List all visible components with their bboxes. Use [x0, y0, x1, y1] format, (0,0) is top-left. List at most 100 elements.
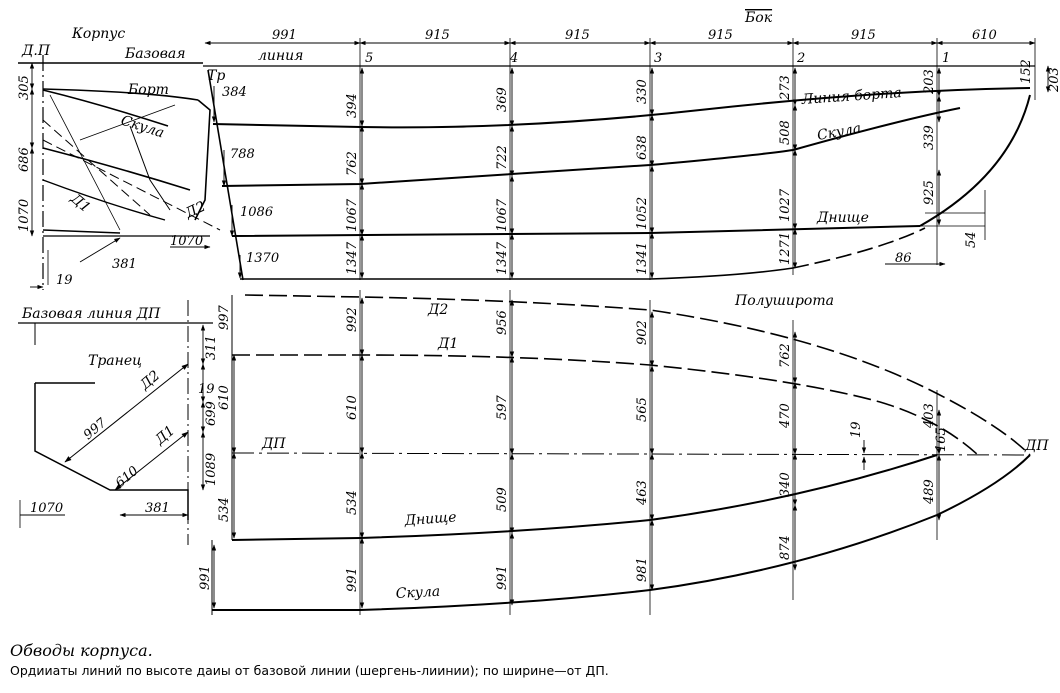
spacing-dim: 991	[272, 28, 297, 43]
plan-d2-width: 997	[217, 304, 232, 330]
keel-height: 1271	[778, 232, 793, 265]
transom-dim: 788	[230, 147, 255, 162]
plan-d1-width: 610	[345, 395, 360, 420]
plan-stem-offset: 165	[934, 427, 949, 452]
spacing-dim: 915	[851, 28, 876, 43]
plan-d1-width: 565	[635, 397, 650, 422]
plan-d2-width: 992	[345, 307, 360, 332]
station-label-3: 3	[654, 51, 662, 66]
plan-dp-label-aft: ДП	[261, 436, 286, 452]
transom-dim-1070: 1070	[30, 501, 63, 516]
transom-d2-label: Д2	[137, 368, 164, 394]
transom-dim: 1370	[246, 251, 279, 266]
plan-view-title: Полуширота	[734, 293, 834, 309]
plan-d2-width: 762	[778, 343, 793, 368]
plan-dnishche-width: 509	[495, 487, 510, 512]
side-bort-label: Линия борта	[800, 85, 902, 108]
transom-dim-381: 381	[145, 501, 170, 516]
plan-dnishche-width: 534	[217, 497, 232, 522]
bort-height: 394	[345, 93, 360, 118]
side-view-tr-label: Тр	[207, 68, 225, 84]
body-plan-baseline-label: Базовая	[124, 46, 185, 62]
body-plan-dim-381: 381	[112, 257, 137, 272]
figure-caption-title: Обводы корпуса.	[10, 641, 153, 660]
bort-height: 273	[778, 75, 793, 101]
skula-heights: 762 722 638 508 339	[345, 120, 937, 176]
transom-dims: 384 788 1086 1370	[222, 85, 279, 266]
plan-d1-width: 597	[495, 394, 510, 420]
plan-skula-width: 874	[778, 535, 793, 560]
skula-height: 339	[922, 125, 937, 150]
plan-dnishche-width: 463	[635, 480, 650, 506]
plan-dnishche-width: 534	[345, 490, 360, 515]
keel-height: 1347	[495, 241, 510, 275]
body-plan-d1-label: Д1	[67, 190, 94, 216]
body-plan-dim-686: 686	[17, 147, 32, 172]
body-plan-text: Корпус Д.П Базовая Борт Скула Д1 Д2 305 …	[17, 26, 208, 288]
plan-dim-19: 19	[849, 421, 864, 438]
transom-dim-699: 699	[204, 401, 219, 426]
station-spacing-dims: 991 915 915 915 915 610	[272, 28, 997, 43]
body-plan-dim-305: 305	[17, 75, 32, 100]
skula-height: 762	[345, 151, 360, 176]
plan-skula-width: 981	[635, 557, 650, 582]
plan-d1-width: 470	[778, 403, 793, 429]
dnishche-height: 1052	[635, 197, 650, 230]
side-view-text: Бок линия Тр 5 4 3 2 1 991 915 915 915 9…	[207, 10, 1060, 275]
transom-d1-label: Д1	[152, 423, 179, 449]
plan-skula-label: Скула	[395, 584, 440, 602]
figure-caption-note: Ордииаты линий по высоте даиы от базовой…	[10, 663, 609, 678]
body-plan	[18, 55, 221, 290]
dnishche-height: 1067	[495, 198, 510, 232]
spacing-dim: 610	[972, 28, 997, 43]
transom-view	[18, 300, 213, 545]
bort-stem-dim: 152	[1019, 59, 1034, 84]
skula-height: 722	[495, 145, 510, 170]
plan-skula-width: 991	[198, 565, 213, 590]
transom-label: Транец	[88, 353, 142, 369]
side-view-baseline-word: линия	[258, 48, 303, 64]
plan-dnishche-label: Днище	[403, 509, 457, 529]
spacing-dim: 915	[425, 28, 450, 43]
bort-stem-dim: 203	[1047, 67, 1060, 93]
plan-dnishche-width: 489	[922, 479, 937, 505]
station-label-1: 1	[942, 51, 950, 66]
plan-dnishche-width: 340	[778, 472, 793, 497]
skula-height: 638	[635, 135, 650, 160]
dnishche-height: 1027	[778, 188, 793, 222]
bort-height: 369	[495, 87, 510, 112]
keel-height: 1341	[635, 242, 650, 275]
plan-skula-width: 991	[345, 567, 360, 592]
dnishche-heights: 1067 1067 1052 1027 925	[345, 180, 937, 232]
plan-d1-width: 403	[922, 403, 937, 429]
bort-height: 203	[922, 69, 937, 95]
plan-view-text: Полуширота ДП ДП Д2 Д1 Днище Скула 997 9…	[198, 293, 1049, 602]
transom-dim-1089: 1089	[204, 453, 219, 486]
station-label-2: 2	[796, 51, 805, 66]
skula-height: 508	[778, 120, 793, 145]
stem-dim-86: 86	[895, 251, 912, 266]
transom-dim-997: 997	[81, 415, 110, 443]
plan-d1-label: Д1	[437, 336, 458, 352]
spacing-dim: 915	[565, 28, 590, 43]
station-label-5: 5	[365, 51, 373, 66]
plan-dp-label-bow: ДП	[1024, 438, 1049, 454]
plan-d2-label: Д2	[427, 302, 448, 318]
keel-height: 1347	[345, 241, 360, 275]
body-plan-dim-w1070: 1070	[170, 234, 203, 249]
plan-skula-width: 991	[495, 565, 510, 590]
body-plan-dim-1070: 1070	[17, 199, 32, 232]
body-plan-title: Корпус	[71, 26, 125, 42]
body-plan-dp-label: Д.П	[21, 43, 51, 59]
bort-heights: 394 369 330 273 203 152 203	[345, 59, 1060, 118]
station-label-4: 4	[509, 51, 518, 66]
keel-heights: 1347 1347 1341 1271	[345, 232, 793, 275]
dnishche-height: 925	[922, 180, 937, 205]
side-view	[203, 38, 1051, 281]
body-plan-dim-19: 19	[56, 273, 73, 288]
side-view-title: Бок	[744, 10, 773, 26]
plan-d2-width: 956	[495, 310, 510, 335]
plan-d2-width: 902	[635, 320, 650, 345]
transom-dim-19: 19	[198, 382, 215, 397]
